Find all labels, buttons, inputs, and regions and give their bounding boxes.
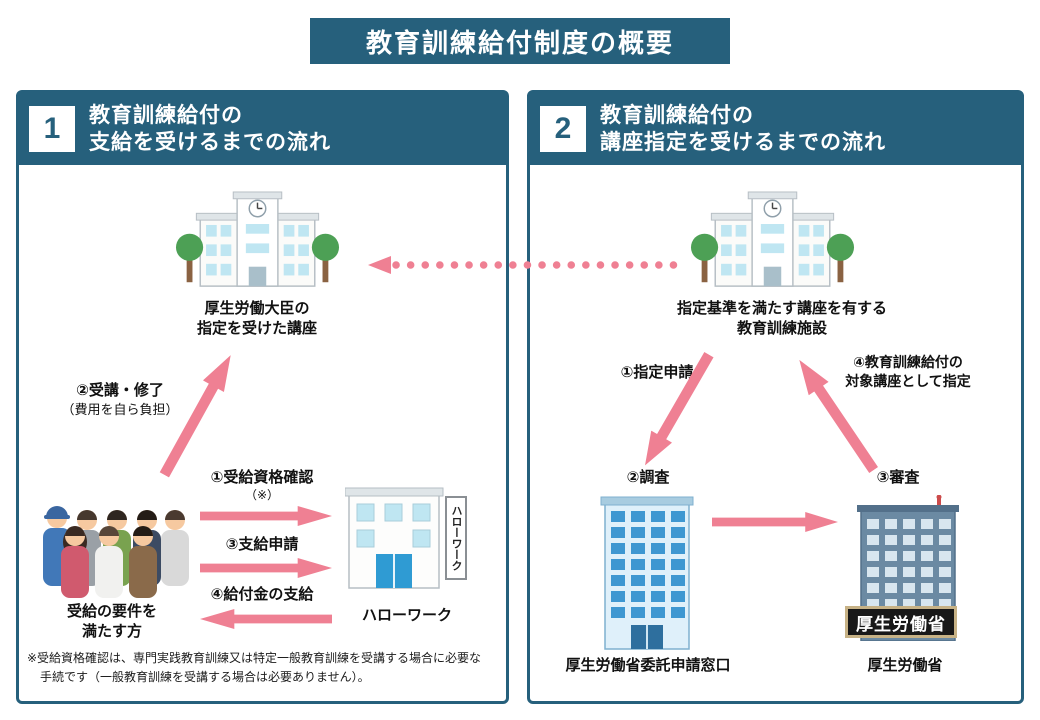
- benefit-payment-label: ④給付金の支給: [210, 586, 314, 603]
- applicants-label-line2: 満たす方: [81, 623, 142, 641]
- training-facility-label-line1: 指定基準を満たす講座を有する: [676, 300, 887, 317]
- school-building-graphic: [175, 191, 340, 287]
- panel-1-header: 1 教育訓練給付の 支給を受けるまでの流れ: [19, 93, 506, 165]
- attend-complete-label-line1: ②受講・修了: [76, 382, 164, 399]
- tree-icon: [826, 233, 855, 261]
- school-building-illustration: [175, 189, 340, 292]
- applicants-illustration: [35, 488, 195, 600]
- panel-2-title-line2: 講座指定を受けるまでの流れ: [600, 131, 886, 154]
- step-number-badge-1: 1: [29, 106, 75, 152]
- panel-1-title-line1: 教育訓練給付の: [89, 103, 243, 127]
- applicants-graphic: [43, 506, 189, 598]
- designated-course-label-line1: 厚生労働大臣の: [204, 300, 310, 317]
- panel-2-header: 2 教育訓練給付の 講座指定を受けるまでの流れ: [530, 93, 1021, 165]
- arrow-office-to-mhlw: [712, 512, 838, 532]
- office-building-illustration: [593, 493, 701, 653]
- footnote: ※受給資格確認は、専門実践教育訓練又は特定一般教育訓練を受講する場合に必要な 手…: [27, 649, 501, 686]
- hellowork-building-illustration: ハローワーク: [344, 478, 467, 590]
- panel-course-designation-flow: 2 教育訓練給付の 講座指定を受けるまでの流れ: [527, 90, 1024, 704]
- office-label: 厚生労働省委託申請窓口: [565, 657, 731, 674]
- benefit-application-label: ③支給申請: [225, 536, 299, 553]
- mhlw-sign: 厚生労働省: [845, 606, 957, 638]
- designation-application-label: ①指定申請: [620, 364, 694, 381]
- panel-2-title-line1: 教育訓練給付の: [600, 103, 754, 127]
- hellowork-label: ハローワーク: [361, 607, 452, 624]
- arrow-benefit-payment: [200, 609, 332, 629]
- page-title: 教育訓練給付制度の概要: [310, 18, 730, 64]
- designation-result-label: ④教育訓練給付の 対象講座として指定: [813, 353, 1003, 391]
- panel-1-body: 厚生労働大臣の 指定を受けた講座 ②受講・修了 （費用を自ら負担）: [19, 165, 506, 701]
- tree-icon: [175, 233, 204, 261]
- arrow-eligibility-check: [200, 506, 332, 526]
- hellowork-building-graphic: [344, 487, 444, 589]
- hellowork-sign: ハローワーク: [445, 496, 467, 580]
- step-number-badge-2: 2: [540, 106, 586, 152]
- attend-complete-label: ②受講・修了 （費用を自ら負担）: [40, 381, 200, 419]
- attend-complete-label-line2: （費用を自ら負担）: [61, 402, 179, 418]
- panel-1-title-line2: 支給を受けるまでの流れ: [89, 131, 331, 154]
- panel-2-title: 教育訓練給付の 講座指定を受けるまでの流れ: [600, 102, 886, 157]
- designated-course-label: 厚生労働大臣の 指定を受けた講座: [157, 299, 357, 340]
- applicants-label: 受給の要件を 満たす方: [37, 602, 187, 643]
- applicants-label-line1: 受給の要件を: [66, 603, 157, 620]
- arrow-benefit-application: [200, 558, 332, 578]
- eligibility-check-label: ①受給資格確認: [210, 469, 314, 486]
- training-facility-graphic: [690, 191, 855, 287]
- eligibility-note-label: （※）: [244, 488, 280, 502]
- designation-result-label-line2: 対象講座として指定: [845, 372, 971, 389]
- designated-course-label-line2: 指定を受けた講座: [196, 320, 317, 338]
- mhlw-label: 厚生労働省: [867, 657, 943, 674]
- training-facility-label: 指定基準を満たす講座を有する 教育訓練施設: [652, 299, 912, 340]
- panel-2-body: 指定基準を満たす講座を有する 教育訓練施設 ①指定申請 ④教育訓練給付の 対象講…: [530, 165, 1021, 701]
- office-building-graphic: [600, 496, 694, 650]
- panel-1-title: 教育訓練給付の 支給を受けるまでの流れ: [89, 102, 331, 157]
- survey-label: ②調査: [626, 469, 670, 486]
- designation-result-label-line1: ④教育訓練給付の: [853, 354, 963, 370]
- tree-icon: [311, 233, 340, 261]
- training-facility-label-line2: 教育訓練施設: [736, 320, 827, 338]
- footnote-line1: ※受給資格確認は、専門実践教育訓練又は特定一般教育訓練を受講する場合に必要な: [27, 651, 482, 665]
- footnote-line2: 手続です（一般教育訓練を受講する場合は必要ありません）。: [40, 669, 370, 684]
- review-label: ③審査: [876, 469, 920, 486]
- panel-benefit-flow: 1 教育訓練給付の 支給を受けるまでの流れ: [16, 90, 509, 704]
- tree-icon: [690, 233, 719, 261]
- training-facility-illustration: [690, 189, 855, 292]
